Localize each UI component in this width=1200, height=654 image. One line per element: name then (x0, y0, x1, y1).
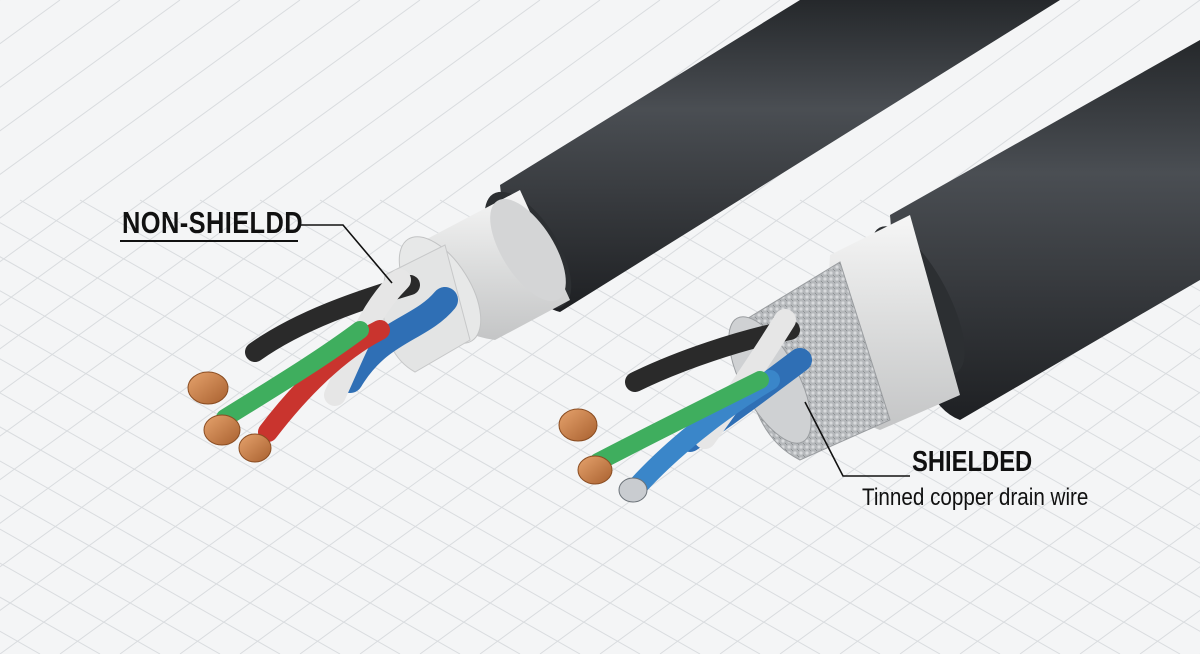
grid-line (0, 0, 121, 88)
grid-line (0, 358, 521, 654)
grid-line (0, 0, 181, 132)
grid-line (0, 596, 101, 654)
grid-line (79, 199, 881, 654)
right-tinned-drain-end (618, 477, 648, 503)
grid-line (1019, 522, 1200, 654)
shielded-subtitle: Tinned copper drain wire (862, 484, 1089, 511)
right-green-wire (589, 371, 769, 471)
grid-line (0, 426, 401, 654)
left-copper-ends (187, 371, 272, 463)
grid-line (0, 0, 601, 437)
non-shielded-cable (187, 0, 1060, 463)
grid-line (0, 222, 761, 654)
non-shielded-label: NON-SHIELDD (122, 205, 304, 240)
left-outer-jacket (500, 0, 1060, 312)
grid-line (839, 391, 1200, 654)
grid-line (719, 304, 1200, 654)
shielded-cable (558, 40, 1200, 503)
grid-line (0, 0, 241, 176)
grid-line (0, 0, 721, 524)
left-blue-wire (337, 287, 458, 393)
grid-line (0, 256, 701, 654)
grid-line (0, 0, 481, 350)
grid-line (0, 0, 541, 394)
grid-line (0, 0, 421, 306)
grid-line (679, 199, 1200, 496)
grid-line (179, 0, 1081, 654)
grid-line (619, 199, 1200, 530)
grid-line (559, 199, 1200, 564)
grid-line (139, 199, 941, 654)
grid-line (0, 392, 461, 654)
grid-line (0, 324, 581, 654)
grid-line (959, 478, 1200, 654)
grid-line (0, 562, 161, 654)
shielded-leader (804, 401, 910, 477)
non-shielded-leader (300, 224, 393, 284)
left-green-wire (216, 321, 369, 427)
left-red-wire (258, 320, 390, 442)
non-shielded-underline (120, 240, 298, 242)
grid-line (0, 0, 301, 219)
right-copper-ends (558, 408, 613, 485)
right-outer-jacket (890, 40, 1200, 420)
grid-line (499, 199, 1200, 598)
grid-line (199, 199, 1001, 654)
grid-line (899, 435, 1200, 654)
grid-line (0, 0, 361, 263)
shielded-label: SHIELDED (912, 446, 1033, 478)
grid-line (19, 199, 821, 654)
grid-line (0, 528, 221, 654)
grid-line (0, 0, 661, 481)
grid-line (0, 494, 281, 654)
grid-line (779, 348, 1200, 654)
grid-line (239, 0, 1141, 654)
leader-lines (300, 224, 910, 477)
grid-line (0, 460, 341, 654)
